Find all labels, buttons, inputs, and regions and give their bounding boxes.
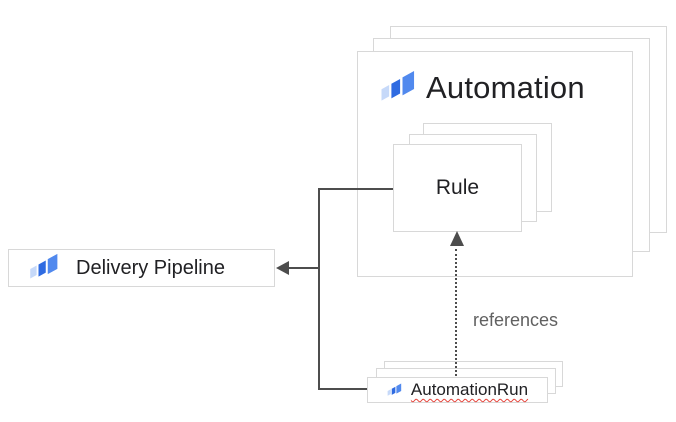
cloud-deploy-icon bbox=[30, 253, 58, 279]
connector-spine-to-automationrun bbox=[318, 388, 367, 390]
cloud-deploy-icon bbox=[381, 71, 415, 101]
delivery-pipeline-card: Delivery Pipeline bbox=[8, 249, 275, 287]
automation-header: Automation bbox=[380, 70, 585, 106]
connector-spine-to-pipeline bbox=[289, 267, 318, 269]
arrowhead-left-icon bbox=[276, 261, 289, 275]
delivery-pipeline-label: Delivery Pipeline bbox=[76, 256, 225, 279]
connector-rule-to-spine bbox=[318, 188, 393, 190]
automationrun-card: AutomationRun bbox=[367, 377, 548, 403]
arrowhead-up-icon bbox=[450, 231, 464, 246]
connector-spine bbox=[318, 188, 320, 390]
rule-label: Rule bbox=[435, 176, 480, 199]
dotted-reference-line bbox=[455, 249, 457, 376]
automation-label: Automation bbox=[426, 70, 585, 105]
automationrun-label: AutomationRun bbox=[410, 380, 529, 399]
rule-card: Rule bbox=[393, 144, 522, 232]
cloud-deploy-icon bbox=[387, 382, 402, 396]
references-edge-label: references bbox=[473, 310, 559, 330]
